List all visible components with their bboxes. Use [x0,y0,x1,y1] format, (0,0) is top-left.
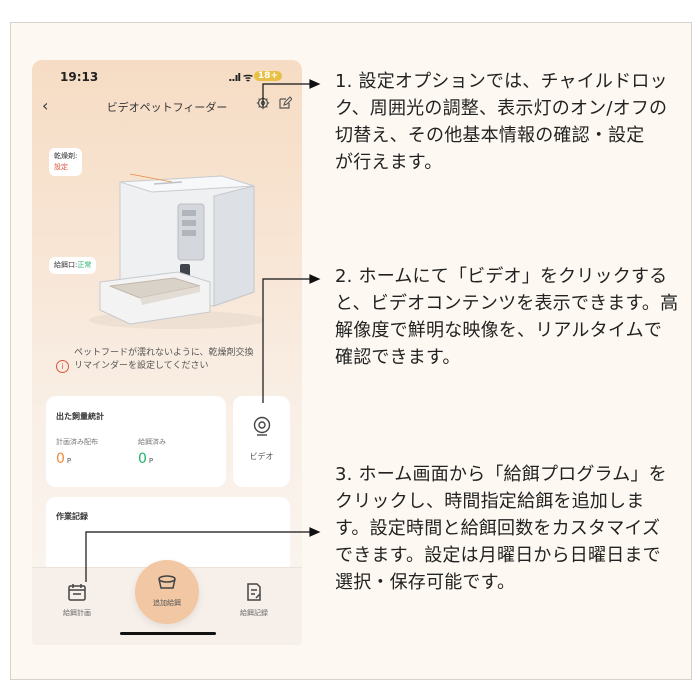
outlet-tag: 給餌口:正常 [49,257,97,274]
tab-feeding-record-label: 給餌記録 [240,609,268,617]
battery-icon: 18+ [253,71,282,81]
desiccant-label: 乾燥剤: [54,152,78,160]
phone-screen: 19:13 ..ıl ᯤ 18+ ‹ ビデオペットフィーダー [32,60,302,645]
annotation-feeding-line: 3. ホーム画面から「給餌プログラム」を [335,464,667,485]
annotation-feeding-line: す。設定時間と給餌回数をカスタマイズ [335,518,661,539]
bowl-icon [158,575,176,589]
stats-heading: 出た飼量統計 [56,412,104,421]
desiccant-value: 設定 [54,163,68,171]
edit-icon[interactable] [278,96,292,110]
annotation-video: 2. ホームにて「ビデオ」をクリックする と、ビデオコンテンツを表示できます。高… [335,263,685,371]
planned-label: 計画済み配布 [56,438,98,446]
annotation-video-line: 2. ホームにて「ビデオ」をクリックする [335,266,668,287]
hint-line-1: ペットフードが濡れないように、乾燥剤交換 [74,348,254,358]
tab-feeding-record[interactable]: 給餌記録 [224,582,284,618]
nav-bar: ‹ ビデオペットフィーダー [32,96,302,118]
hint-line-2: リマインダーを設定してください [74,361,209,371]
annotation-feeding-line: できます。設定は月曜日から日曜日まで [335,545,661,566]
desiccant-tag[interactable]: 乾燥剤: 設定 [49,148,83,176]
work-log-heading: 作業記録 [56,512,88,521]
annotation-feeding-line: クリックし、時間指定給餌を追加しま [335,491,645,512]
annotation-settings-line: 1. 設定オプションでは、チャイルドロッ [335,71,668,92]
back-chevron-icon[interactable]: ‹ [42,96,49,115]
info-icon: i [56,360,69,373]
annotation-feeding-line: 選択・保存可能です。 [335,572,516,593]
pet-feeder-image [89,173,265,329]
annotation-settings-line: が行えます。 [335,152,443,173]
outlet-label: 給餌口: [54,261,78,269]
annotation-video-line: 確認できます。 [335,347,461,368]
fed-label: 給餌済み [138,438,166,446]
annotation-feeding-program: 3. ホーム画面から「給餌プログラム」を クリックし、時間指定給餌を追加しま す… [335,461,685,596]
calendar-icon [68,584,86,601]
annotation-settings-line: 切替え、その他基本情報の確認・設定 [335,125,645,146]
status-bar: 19:13 ..ıl ᯤ 18+ [60,70,282,86]
status-time: 19:13 [60,70,99,84]
add-feeding-label: 追加給餌 [153,599,181,607]
tab-feeding-plan-label: 給餌計画 [63,609,91,617]
camera-icon [253,416,271,436]
annotation-video-line: 解像度で鮮明な映像を、リアルタイムで [335,320,663,341]
add-feeding-button[interactable]: 追加給餌 [135,560,199,624]
outlet-value: 正常 [77,261,92,269]
signal-wifi-icon: ..ıl ᯤ [228,71,253,84]
tab-feeding-plan[interactable]: 給餌計画 [57,582,97,618]
page-title: ビデオペットフィーダー [106,101,228,114]
home-indicator [120,632,216,635]
annotation-video-line: と、ビデオコンテンツを表示できます。高 [335,293,679,314]
annotation-settings-line: ク、周囲光の調整、表示灯のオン/オフの [335,98,668,119]
bottom-tab-bar: 給餌計画 追加給餌 給餌記録 [32,560,302,645]
desiccant-reminder-hint: i ペットフードが濡れないように、乾燥剤交換 リマインダーを設定してください [46,347,288,373]
record-icon [247,583,261,601]
video-card[interactable]: ビデオ [233,396,290,487]
annotation-settings: 1. 設定オプションでは、チャイルドロッ ク、周囲光の調整、表示灯のオン/オフの… [335,68,685,176]
gear-icon[interactable] [256,96,270,110]
video-label: ビデオ [249,452,274,461]
